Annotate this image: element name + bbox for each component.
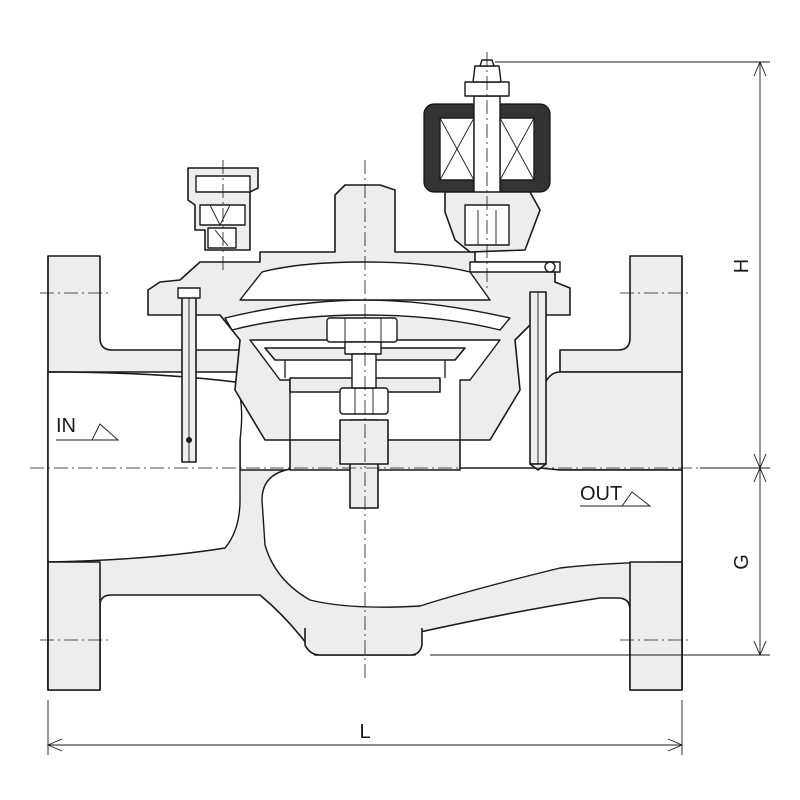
bottom-boss: [304, 628, 423, 656]
left-pilot: [177, 167, 259, 463]
lower-nut: [339, 387, 389, 415]
pilot-spring: [199, 204, 246, 226]
dim-label-h: H: [731, 259, 753, 273]
upper-washer: [344, 341, 382, 355]
dimensions: H G L: [46, 60, 770, 755]
inlet-waterway: [47, 371, 243, 563]
dim-label-g: G: [731, 554, 753, 570]
dim-label-l: L: [359, 721, 370, 743]
outlet-arrow-icon: [580, 491, 652, 507]
inlet-arrow-icon: [56, 423, 120, 441]
center-lines: [30, 52, 700, 680]
upper-nut: [326, 317, 398, 343]
outlet-label: OUT: [580, 483, 622, 505]
left-flange-lower: [47, 561, 101, 691]
right-upper-body: [539, 371, 683, 471]
strainer-dot-icon: [186, 437, 192, 443]
diaphragm-chamber: [224, 299, 511, 331]
stem-shaft: [351, 353, 377, 389]
manual-lever: [469, 261, 561, 273]
tube-fitting: [177, 287, 201, 299]
inlet-label: IN: [56, 415, 76, 437]
stem-assembly: [326, 317, 398, 509]
lever-knob-icon: [544, 261, 556, 273]
flow-labels: IN OUT: [56, 415, 652, 507]
right-flange-upper: [559, 255, 683, 373]
right-flange-lower: [629, 561, 683, 691]
solenoid-nut: [472, 65, 502, 83]
valve-disc: [339, 419, 389, 465]
